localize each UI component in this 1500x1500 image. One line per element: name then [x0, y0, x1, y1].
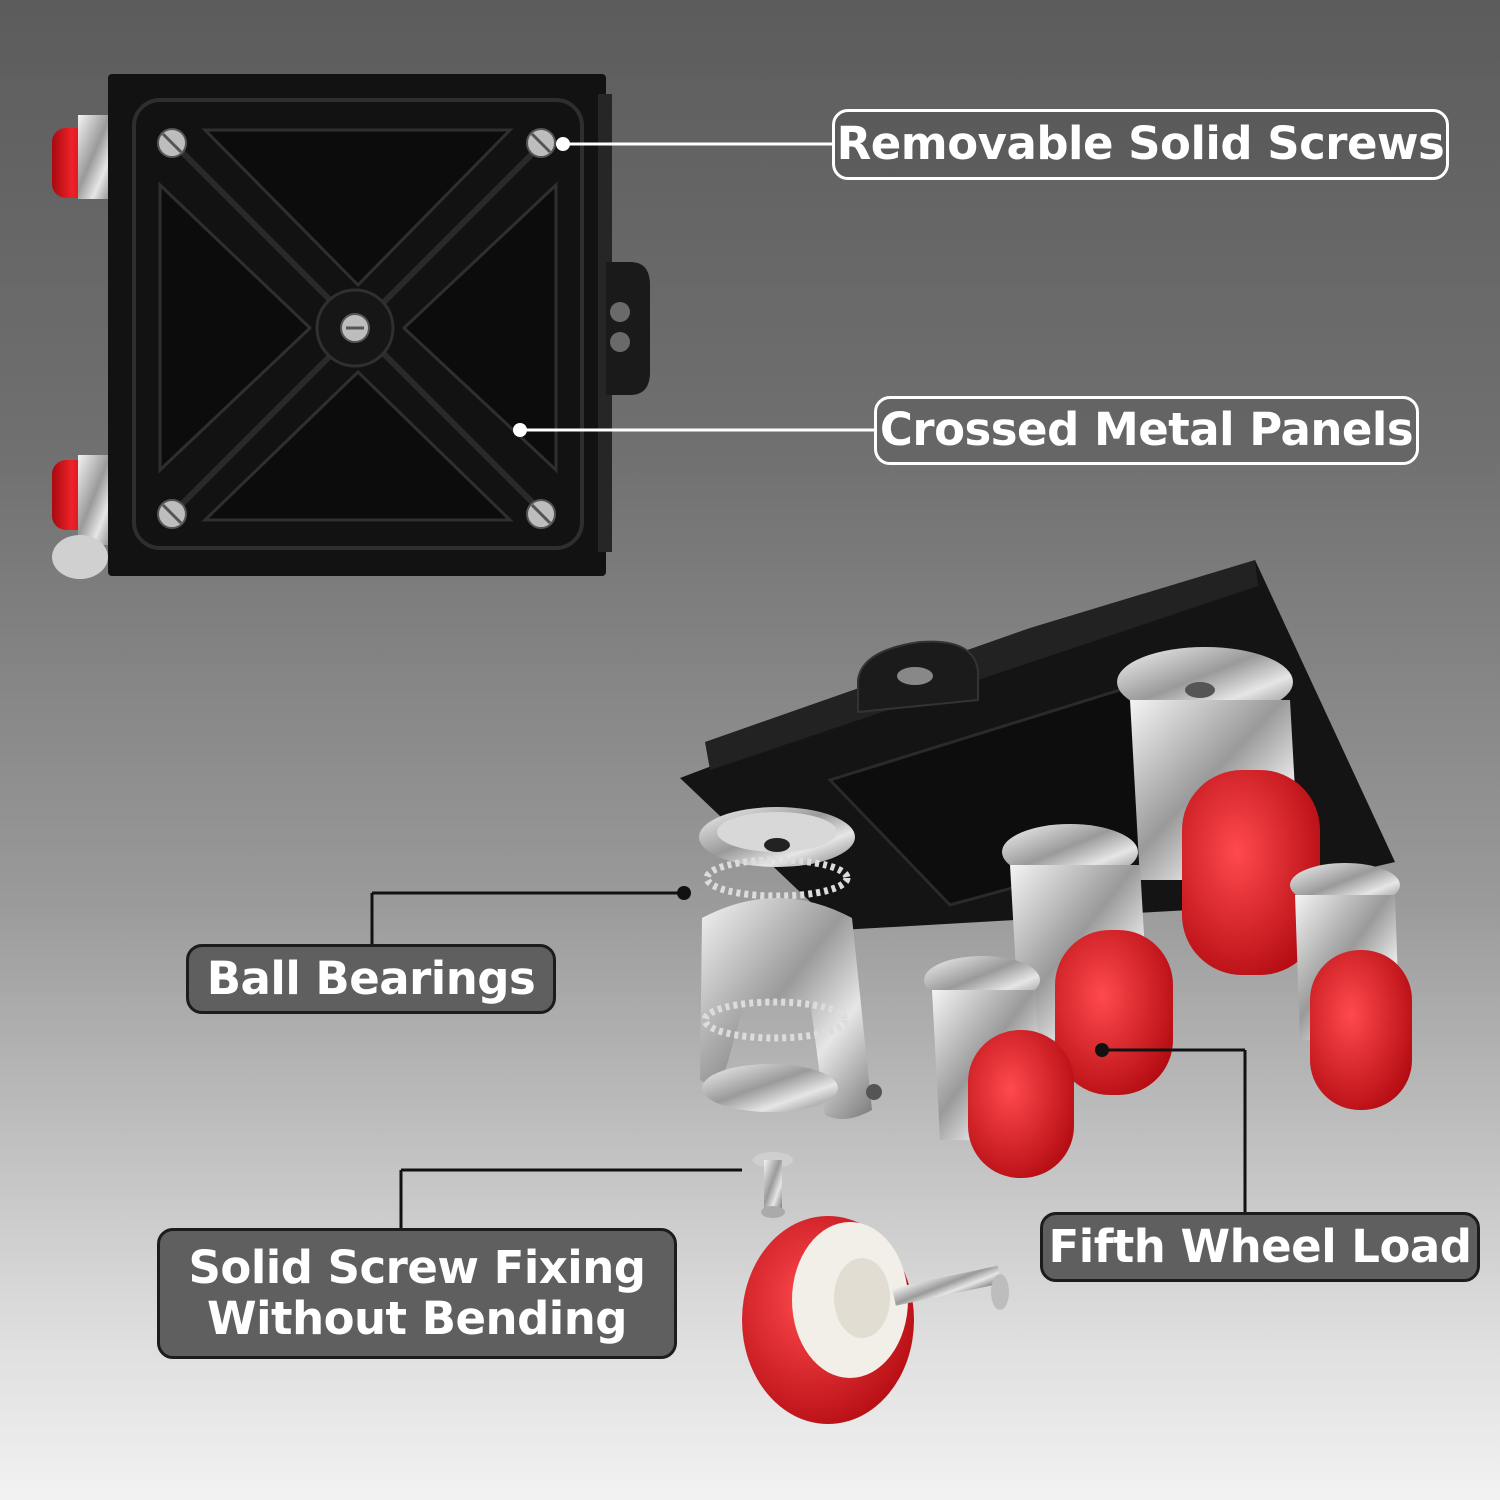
caster-wheel-icon [1117, 647, 1320, 975]
callout-fifth-wheel-load: Fifth Wheel Load [1040, 1212, 1480, 1282]
leader-line-fifth-wheel [1095, 1043, 1247, 1214]
leader-line-screw-fixing [399, 1168, 742, 1229]
ball-bearing-assembly [699, 807, 882, 1119]
callout-crossed-metal-panels: Crossed Metal Panels [874, 396, 1419, 465]
leader-line-ball-bearings [370, 886, 691, 946]
leader-line-crossed-panels [513, 423, 876, 437]
screw-icon [340, 313, 370, 343]
callout-label-line-1: Solid Screw Fixing [188, 1241, 646, 1295]
callout-label: Crossed Metal Panels [879, 403, 1414, 457]
callout-removable-solid-screws: Removable Solid Screws [832, 109, 1449, 180]
caster-wheel-icon [1002, 824, 1173, 1095]
caster-wheel-icon [742, 1216, 1009, 1424]
screw-icon [526, 128, 556, 158]
callout-label-line-2: Without Bending [207, 1291, 627, 1345]
callout-label: Ball Bearings [206, 951, 536, 1005]
callout-solid-screw-fixing: Solid Screw Fixing Without Bending [157, 1228, 677, 1359]
bolt-icon [753, 1152, 793, 1218]
caster-wheel-icon [924, 956, 1074, 1178]
callout-label: Fifth Wheel Load [1048, 1219, 1472, 1273]
callout-label: Removable Solid Screws [836, 117, 1445, 171]
bottom-dolly-view [680, 560, 1412, 1424]
top-plate-view [52, 74, 650, 579]
leader-line-removable-screws [556, 137, 834, 151]
caster-wheel-icon [52, 115, 114, 199]
screw-icon [157, 128, 187, 158]
caster-wheel-icon [52, 455, 114, 579]
callout-ball-bearings: Ball Bearings [186, 944, 556, 1014]
screw-icon [157, 499, 187, 529]
caster-wheel-icon [1290, 863, 1412, 1110]
screw-icon [526, 499, 556, 529]
